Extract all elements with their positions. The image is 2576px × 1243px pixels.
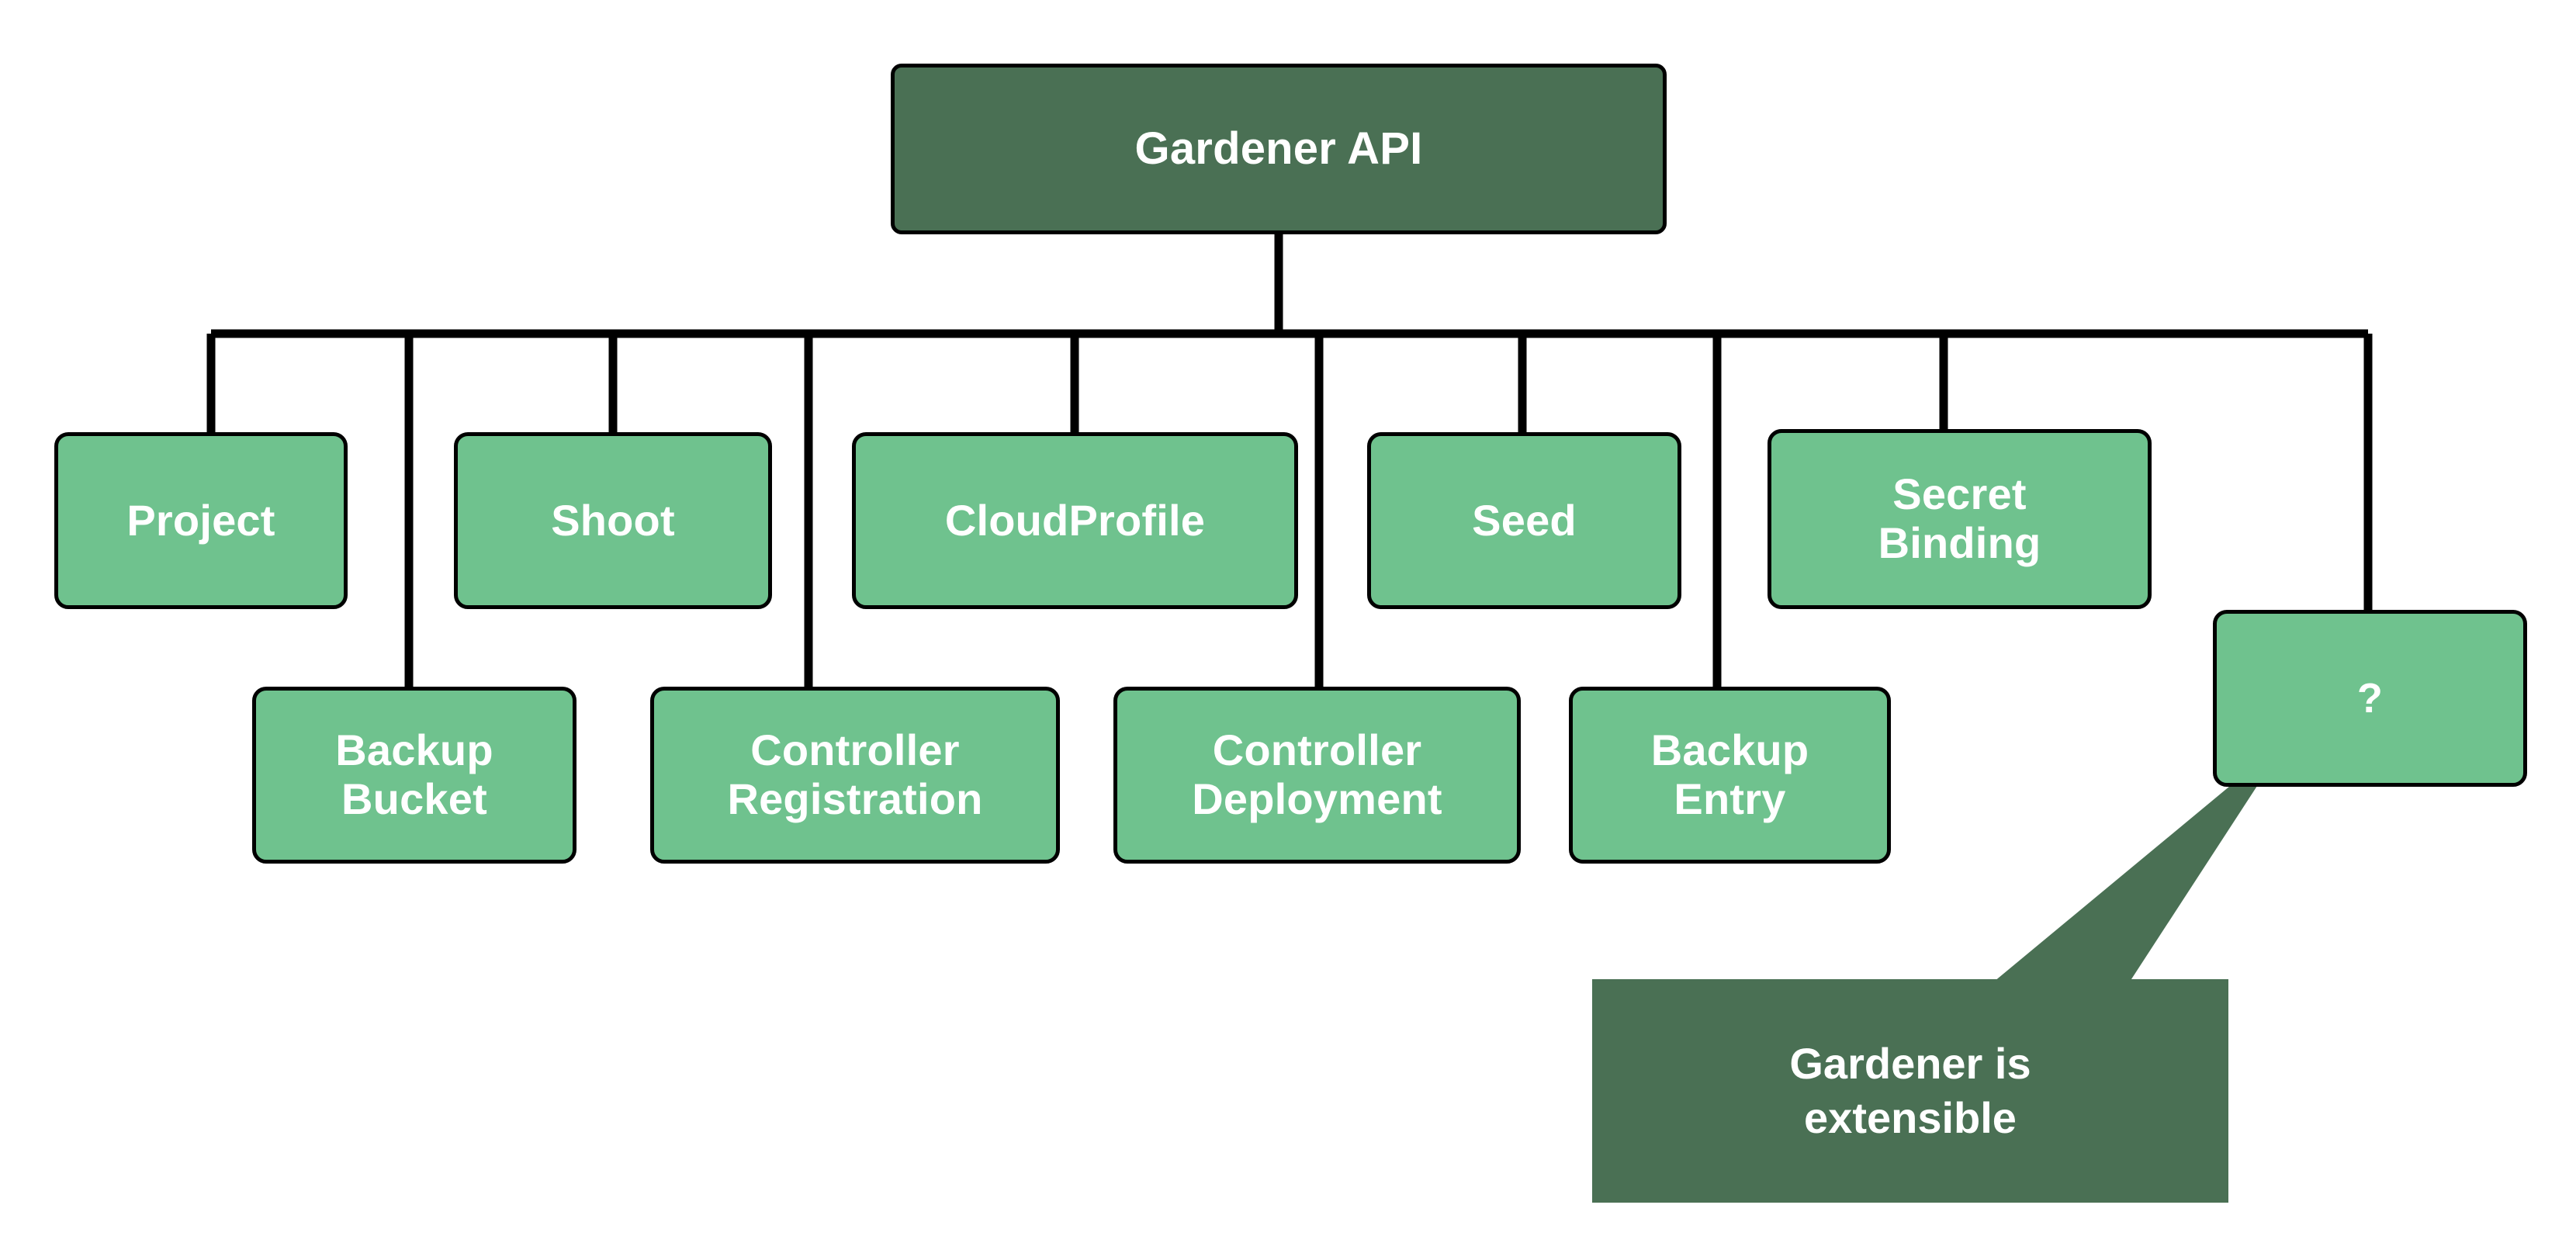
- node-secret-binding[interactable]: Secret Binding: [1768, 429, 2152, 609]
- node-extension-unknown[interactable]: ?: [2213, 610, 2527, 787]
- node-cloudprofile[interactable]: CloudProfile: [852, 432, 1298, 609]
- node-controller-registration[interactable]: Controller Registration: [650, 687, 1060, 864]
- callout-gardener-is-extensible: Gardener is extensible: [1592, 979, 2228, 1203]
- node-seed[interactable]: Seed: [1367, 432, 1681, 609]
- node-controller-deployment[interactable]: Controller Deployment: [1113, 687, 1521, 864]
- node-gardener-api[interactable]: Gardener API: [891, 64, 1667, 234]
- node-backup-entry[interactable]: Backup Entry: [1569, 687, 1891, 864]
- node-shoot[interactable]: Shoot: [454, 432, 772, 609]
- node-project[interactable]: Project: [54, 432, 348, 609]
- node-backup-bucket[interactable]: Backup Bucket: [252, 687, 576, 864]
